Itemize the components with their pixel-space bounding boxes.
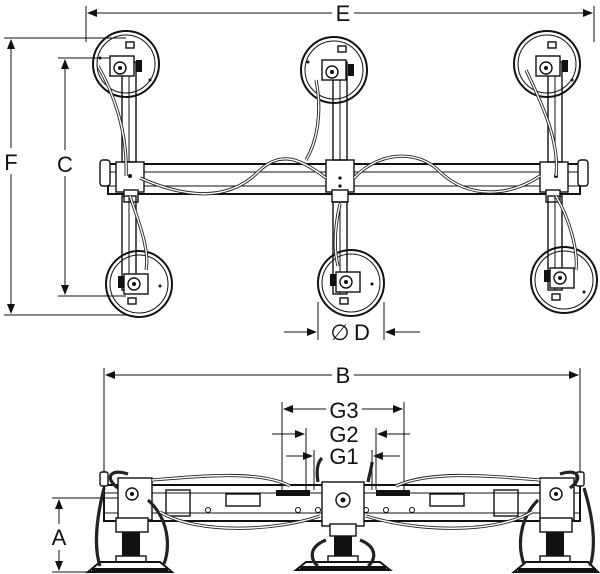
dim-label-b: B — [336, 363, 351, 388]
dimension-a: A — [48, 497, 120, 573]
hoses-side — [151, 473, 541, 530]
dim-label-d: D — [354, 320, 370, 345]
hoses-top — [96, 65, 578, 271]
top-view: E F C ∅ D — [0, 1, 598, 345]
pad-top-left — [92, 30, 160, 98]
right-mount-side — [511, 470, 600, 573]
dim-label-d-symbol: ∅ — [330, 320, 349, 345]
vertical-arms — [121, 61, 563, 295]
pad-bottom-right — [530, 246, 598, 314]
center-mount-side — [293, 456, 393, 571]
dimension-g2: G2 — [272, 422, 410, 490]
dim-label-g2: G2 — [329, 422, 358, 447]
pad-bottom-center — [317, 249, 385, 317]
dim-label-c: C — [57, 152, 73, 177]
dimension-g1: G1 — [286, 444, 400, 490]
dimension-e: E — [85, 1, 595, 42]
dim-label-e: E — [336, 1, 351, 26]
dim-label-g3: G3 — [329, 398, 358, 423]
dimension-c: C — [54, 57, 126, 297]
pad-bottom-left — [105, 250, 173, 318]
pad-top-center — [300, 36, 368, 104]
suction-pads-top — [92, 30, 598, 318]
dim-label-a: A — [52, 525, 67, 550]
crossbar-top — [99, 159, 589, 203]
dimension-d: ∅ D — [284, 302, 420, 345]
dim-label-g1: G1 — [329, 444, 358, 469]
dimension-b: B — [103, 362, 581, 472]
dim-label-f: F — [4, 150, 17, 175]
pad-top-right — [513, 30, 581, 98]
dimension-g3: G3 — [281, 398, 405, 490]
left-mount-side — [85, 470, 175, 573]
side-view: B G3 G2 G1 — [48, 362, 600, 573]
